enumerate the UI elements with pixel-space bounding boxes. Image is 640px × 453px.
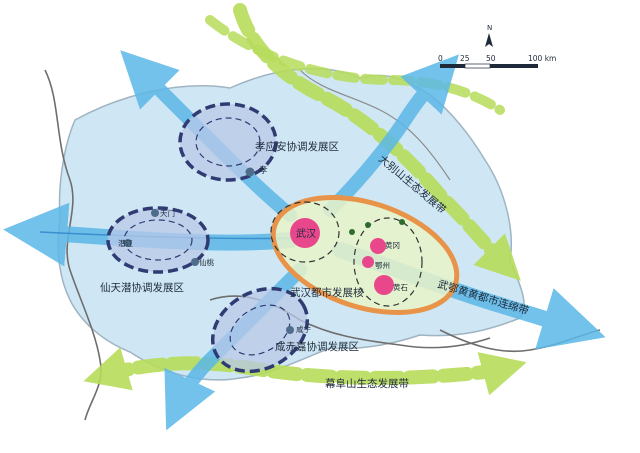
svg-text:N: N	[487, 24, 492, 32]
zone-xianchijia	[210, 286, 310, 374]
svg-text:25: 25	[460, 54, 470, 63]
label-xiaoganying: 孝应安协调发展区	[255, 140, 339, 153]
wuhan-core-zone	[270, 194, 460, 316]
label-mufushan-belt: 幕阜山生态发展带	[325, 377, 409, 390]
zone-xiaoganying	[178, 102, 278, 182]
city-tianmen: 天门	[160, 209, 175, 218]
scale-bar: 0 25 50 100 km	[438, 54, 556, 69]
city-xiaogan: 孝	[259, 166, 268, 176]
axis-north	[323, 54, 459, 217]
city-wuhan: 武汉	[296, 227, 316, 240]
label-xiantianqian: 仙天潜协调发展区	[100, 281, 184, 294]
city-xiantao: 仙桃	[199, 257, 214, 267]
zone-xiantianqian	[106, 206, 210, 274]
label-wuhan-core: 武汉都市发展核	[290, 286, 364, 299]
city-xianning: 咸宁	[296, 324, 311, 334]
mufushan-eco-belt	[83, 347, 527, 396]
river-line-north	[299, 69, 451, 181]
watermark: 头条 @李楠枫	[526, 424, 621, 442]
north-arrow-icon: N	[485, 24, 493, 47]
city-ezhou: 鄂州	[375, 261, 390, 270]
dabieshan-eco-belt-north	[205, 15, 505, 115]
city-qianjiang: 潜江	[118, 238, 133, 248]
city-huangshi: 黄石	[393, 282, 408, 292]
city-huanggang: 黄冈	[385, 240, 400, 250]
svg-text:0: 0	[438, 54, 443, 63]
label-xianchijia: 咸赤嘉协调发展区	[275, 340, 359, 353]
svg-text:50: 50	[486, 54, 496, 63]
svg-text:100 km: 100 km	[528, 54, 556, 63]
